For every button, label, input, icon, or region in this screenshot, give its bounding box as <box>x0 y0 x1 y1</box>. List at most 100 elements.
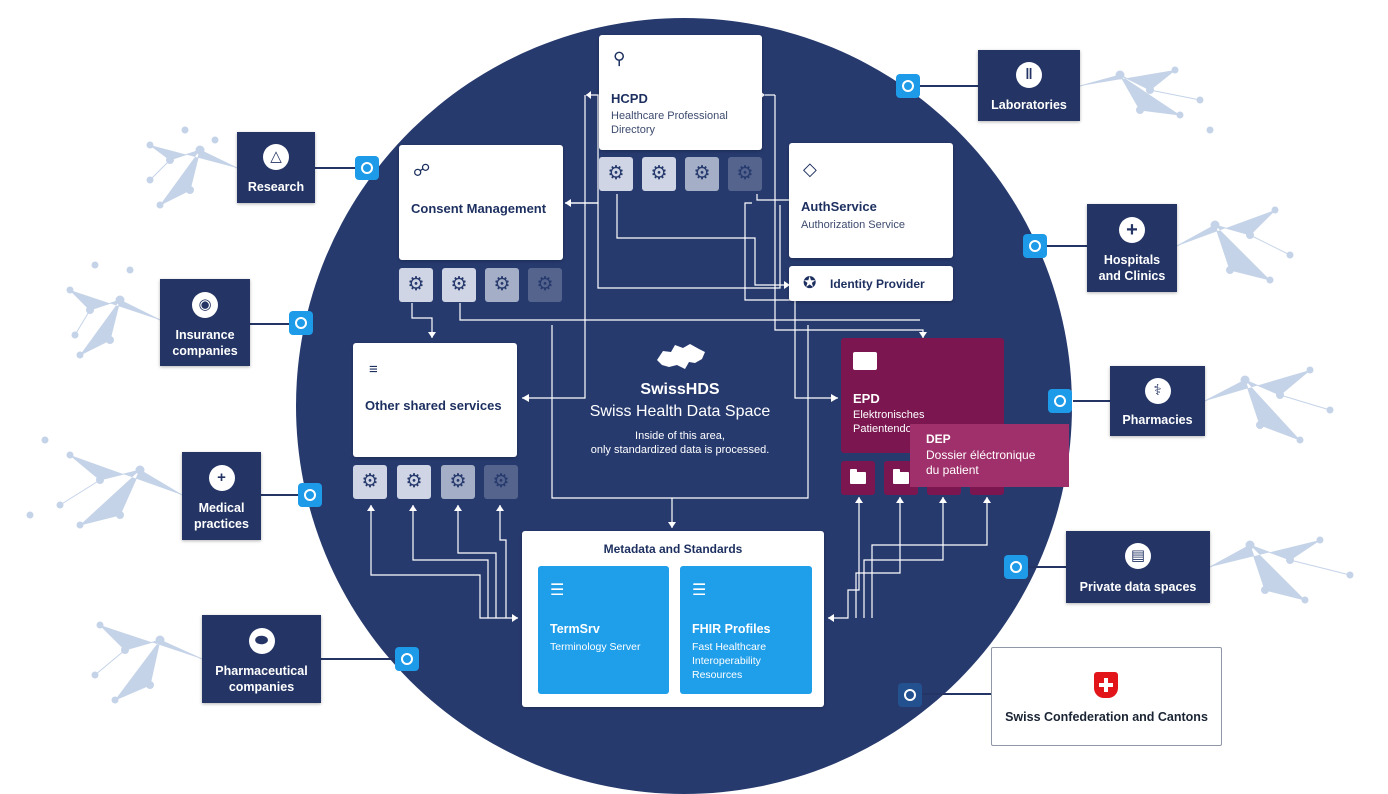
participant-insurance[interactable]: ◉ Insurance companies <box>160 279 250 366</box>
database-icon: ☰ <box>692 582 707 599</box>
center-note-line1: Inside of this area, <box>635 430 725 442</box>
termsrv-title: TermSrv <box>550 622 600 636</box>
participant-confederation[interactable]: Swiss Confederation and Cantons <box>991 647 1222 746</box>
gear-icon: ⚙ <box>397 465 431 499</box>
gear-icon: ⚙ <box>685 157 719 191</box>
epd-subtitle-line2: Patientendo <box>853 423 912 435</box>
participant-medical-practices[interactable]: + Medical practices <box>182 452 261 540</box>
center-title: SwissHDS <box>640 381 720 398</box>
hospitals-line1: Hospitals <box>1103 253 1161 267</box>
swiss-cross-icon <box>1094 672 1118 698</box>
participant-pharmaceutical[interactable]: ⬬ Pharmaceutical companies <box>202 615 321 703</box>
fhir-profiles-box[interactable]: ☰ FHIR Profiles Fast Healthcare Interope… <box>680 566 812 694</box>
insurance-line2: companies <box>172 344 238 358</box>
dep-overlay: DEP Dossier éléctronique du patient <box>910 424 1069 487</box>
hcpd-box[interactable]: ⚲ HCPD Healthcare Professional Directory <box>599 35 762 150</box>
connector-plug-icon[interactable] <box>896 74 920 98</box>
connector-plug-icon[interactable] <box>1048 389 1072 413</box>
pharmacy-icon: ⚕ <box>1144 378 1171 404</box>
gear-icon: ⚙ <box>599 157 633 191</box>
hcpd-subtitle-line1: Healthcare Professional <box>611 110 728 122</box>
network-decoration <box>26 66 1354 704</box>
hcpd-idp-link <box>616 194 790 286</box>
dep-line1: Dossier éléctronique <box>926 448 1036 462</box>
fhir-title: FHIR Profiles <box>692 622 771 636</box>
hospitals-line2: and Clinics <box>1098 269 1166 283</box>
connector-plug-icon[interactable] <box>355 156 379 180</box>
database-icon: ☰ <box>550 582 565 599</box>
shield-person-icon: ◉ <box>192 292 218 318</box>
connector-plug-icon[interactable] <box>1023 234 1047 258</box>
metadata-title: Metadata and Standards <box>603 542 743 556</box>
hcpd-title: HCPD <box>611 91 648 106</box>
gear-icon: ⚙ <box>399 268 433 302</box>
fhir-line3: Resources <box>692 669 743 681</box>
confederation-label: Swiss Confederation and Cantons <box>1005 710 1208 724</box>
other-services-title: Other shared services <box>365 398 502 413</box>
connector-plug-icon[interactable] <box>1004 555 1028 579</box>
badge-icon: ✪ <box>803 275 817 292</box>
auth-epd-link <box>744 202 838 399</box>
gear-icon: ⚙ <box>485 268 519 302</box>
participant-pharmacies[interactable]: ⚕ Pharmacies <box>1110 366 1205 436</box>
connector-plug-icon[interactable] <box>395 647 419 671</box>
metadata-standards-box: Metadata and Standards ☰ TermSrv Termino… <box>522 531 824 707</box>
laboratories-label: Laboratories <box>991 98 1067 112</box>
microscope-icon: △ <box>263 144 289 170</box>
fhir-line1: Fast Healthcare <box>692 641 767 653</box>
test-tubes-icon: ‖ <box>1016 62 1042 88</box>
gear-icon: ⚙ <box>528 268 562 302</box>
connector-plug-icon[interactable] <box>298 483 322 507</box>
research-label: Research <box>247 180 305 194</box>
storage-box-icon: ▤ <box>1125 543 1151 569</box>
consent-other-link <box>411 303 433 338</box>
person-folder-icon <box>853 352 877 370</box>
diamond-icon: ◇ <box>803 159 817 179</box>
authservice-box[interactable]: ◇ AuthService Authorization Service <box>789 143 953 258</box>
fhir-line2: Interoperability <box>692 655 761 667</box>
pharmaceutical-line1: Pharmaceutical <box>215 664 308 678</box>
termsrv-subtitle: Terminology Server <box>550 641 641 653</box>
gear-icon: ⚙ <box>353 465 387 499</box>
connector-plug-icon[interactable] <box>289 311 313 335</box>
consent-title: Consent Management <box>411 201 547 216</box>
sliders-icon: ≡ <box>369 361 378 378</box>
folder-icon <box>841 461 875 495</box>
medical-bag-icon: + <box>208 465 235 491</box>
pharmacies-label: Pharmacies <box>1122 413 1193 427</box>
swiss-map-icon <box>655 342 707 372</box>
participant-hospitals[interactable]: + Hospitals and Clinics <box>1087 204 1177 292</box>
termsrv-box[interactable]: ☰ TermSrv Terminology Server <box>538 566 669 694</box>
epd-title: EPD <box>853 391 880 406</box>
gear-icon: ⚙ <box>728 157 762 191</box>
medical-line1: Medical <box>198 501 245 515</box>
consent-hcpd-link <box>565 94 599 204</box>
center-note-line2: only standardized data is processed. <box>590 444 770 456</box>
private-label: Private data spaces <box>1079 580 1197 594</box>
epd-subtitle-line1: Elektronisches <box>853 409 925 421</box>
participant-research[interactable]: △ Research <box>237 132 315 203</box>
plus-icon: + <box>1119 217 1145 243</box>
participant-private-data-spaces[interactable]: ▤ Private data spaces <box>1066 531 1210 603</box>
hcpd-other-link <box>522 95 586 399</box>
consent-management-box[interactable]: ☍ Consent Management <box>399 145 563 260</box>
person-search-icon: ⚲ <box>613 49 626 68</box>
pharmaceutical-line2: companies <box>228 680 295 694</box>
pill-icon: ⬬ <box>248 628 275 654</box>
dep-title: DEP <box>926 432 951 446</box>
hcpd-subtitle-line2: Directory <box>611 124 656 136</box>
authservice-subtitle: Authorization Service <box>801 219 905 231</box>
identity-provider-box[interactable]: ✪ Identity Provider <box>789 266 953 301</box>
other-shared-services-box[interactable]: ≡ Other shared services <box>353 343 517 457</box>
participant-laboratories[interactable]: ‖ Laboratories <box>978 50 1080 121</box>
gear-icon: ⚙ <box>441 465 475 499</box>
handshake-icon: ☍ <box>413 161 431 180</box>
center-frame <box>551 325 809 499</box>
dep-line2: du patient <box>926 463 979 477</box>
gear-icon: ⚙ <box>642 157 676 191</box>
connector-plug-icon[interactable] <box>898 683 922 707</box>
connector-lines <box>26 66 1354 704</box>
diagram-stage: ⚲ HCPD Healthcare Professional Directory… <box>26 18 1354 794</box>
center-subtitle: Swiss Health Data Space <box>589 403 771 420</box>
insurance-line1: Insurance <box>175 328 235 342</box>
